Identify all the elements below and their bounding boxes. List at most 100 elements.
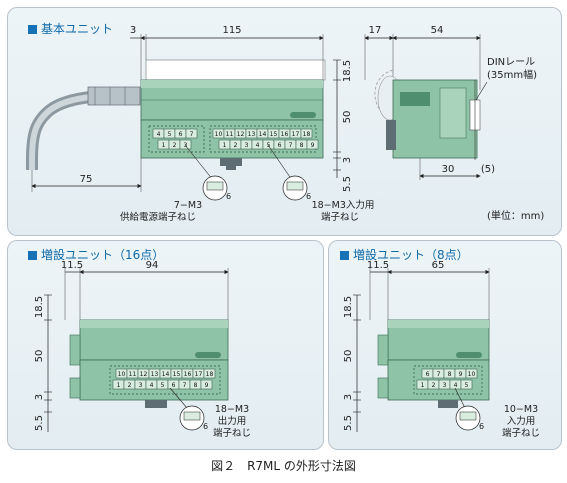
terminal-number: 6	[179, 131, 183, 138]
ext8-dim-18-5: 18.5	[343, 296, 354, 318]
terminal-number: 14	[162, 371, 170, 378]
terminal-number: 9	[205, 382, 209, 389]
dim-54: 54	[431, 25, 444, 36]
terminal-number: 10	[118, 371, 126, 378]
terminal-number: 8	[448, 371, 452, 378]
terminal-number: 2	[432, 382, 436, 389]
terminal-number: 5	[465, 382, 469, 389]
terminal-number: 11	[129, 371, 137, 378]
dim-75: 75	[80, 174, 93, 185]
ext16-dim-18-5: 18.5	[34, 296, 45, 318]
terminal-number: 8	[300, 142, 304, 149]
ext8-title-text: 増設ユニット（8点）	[353, 248, 469, 262]
terminal-number: 4	[256, 142, 260, 149]
terminal-number: 4	[150, 382, 154, 389]
terminal-number: 5	[168, 131, 172, 138]
terminal-number: 12	[140, 371, 148, 378]
terminal-number: 6	[278, 142, 282, 149]
terminal-number: 12	[237, 131, 245, 138]
terminal-number: 9	[311, 142, 315, 149]
terminal-number: 1	[162, 142, 166, 149]
terminal-cell	[465, 368, 478, 379]
terminal-number: 8	[194, 382, 198, 389]
terminal-number: 9	[459, 371, 463, 378]
terminal-number: 2	[173, 142, 177, 149]
ext8-dim-11-5: 11.5	[367, 260, 389, 271]
terminal-cell	[306, 139, 319, 150]
ext16-title: 増設ユニット（16点）	[28, 246, 164, 263]
din-rail-label-1: DINレール	[487, 57, 535, 68]
terminal-number: 3	[139, 382, 143, 389]
terminal-number: 1	[117, 382, 121, 389]
terminal-cell	[300, 128, 313, 139]
dim-17: 17	[369, 25, 382, 36]
ext8-label-3: 端子ねじ	[502, 427, 540, 439]
dim-18-5: 18.5	[342, 60, 353, 82]
screw-dim-6: 6	[203, 422, 208, 431]
terminal-number: 17	[195, 371, 203, 378]
base-unit-title: 基本ユニット	[28, 20, 113, 37]
title-bullet-icon	[340, 251, 349, 260]
dim-3-top: 3	[130, 25, 136, 36]
terminal-number: 11	[226, 131, 234, 138]
ext16-dim-11-5: 11.5	[61, 260, 83, 271]
terminal-number: 7	[190, 131, 194, 138]
ext16-title-text: 増設ユニット（16点）	[41, 248, 165, 262]
terminal-number: 7	[183, 382, 187, 389]
terminal-number: 2	[234, 142, 238, 149]
terminal-cell	[203, 368, 216, 379]
power-screw-label-1: 7−M3	[174, 200, 202, 211]
terminal-cell	[179, 139, 192, 150]
ext8-label-1: 10−M3	[504, 404, 538, 415]
terminal-number: 3	[443, 382, 447, 389]
terminal-number: 10	[215, 131, 223, 138]
ext8-dim-50: 50	[343, 350, 354, 363]
terminal-number: 7	[437, 371, 441, 378]
terminal-number: 13	[151, 371, 159, 378]
ext8-dim-5-5: 5.5	[343, 415, 354, 431]
dim-5-paren: (5)	[481, 164, 495, 175]
figure-caption: 図２ R7ML の外形寸法図	[211, 459, 356, 473]
terminal-number: 16	[281, 131, 289, 138]
terminal-number: 4	[454, 382, 458, 389]
dim-30: 30	[442, 164, 455, 175]
ext16-dim-94: 94	[146, 260, 159, 271]
ext16-dim-3: 3	[34, 394, 45, 400]
dim-3-right: 3	[342, 157, 353, 163]
terminal-number: 2	[128, 382, 132, 389]
terminal-number: 15	[173, 371, 181, 378]
terminal-number: 15	[270, 131, 278, 138]
screw-dim-6: 6	[479, 422, 484, 431]
terminal-number: 1	[421, 382, 425, 389]
title-bullet-icon	[28, 25, 37, 34]
dim-50: 50	[342, 111, 353, 124]
terminal-number: 7	[289, 142, 293, 149]
ext16-dim-5-5: 5.5	[34, 415, 45, 431]
ext8-label-2: 入力用	[507, 415, 536, 427]
terminal-number: 1	[223, 142, 227, 149]
dim-5-5: 5.5	[342, 176, 353, 192]
ext16-label-1: 18−M3	[215, 404, 249, 415]
din-rail-label-2: (35mm幅)	[487, 68, 537, 81]
ext16-label-3: 端子ねじ	[213, 427, 251, 439]
cable-connector	[87, 86, 141, 106]
ext8-title: 増設ユニット（8点）	[340, 246, 469, 263]
screw-dim-6: 6	[226, 192, 231, 201]
title-bullet-icon	[28, 251, 37, 260]
input-screw-label-2: 端子ねじ	[321, 211, 359, 223]
terminal-number: 18	[206, 371, 214, 378]
terminal-number: 4	[157, 131, 161, 138]
terminal-number: 5	[161, 382, 165, 389]
ext8-dim-3: 3	[343, 394, 354, 400]
terminal-number: 13	[248, 131, 256, 138]
ext16-label-2: 出力用	[218, 415, 247, 427]
